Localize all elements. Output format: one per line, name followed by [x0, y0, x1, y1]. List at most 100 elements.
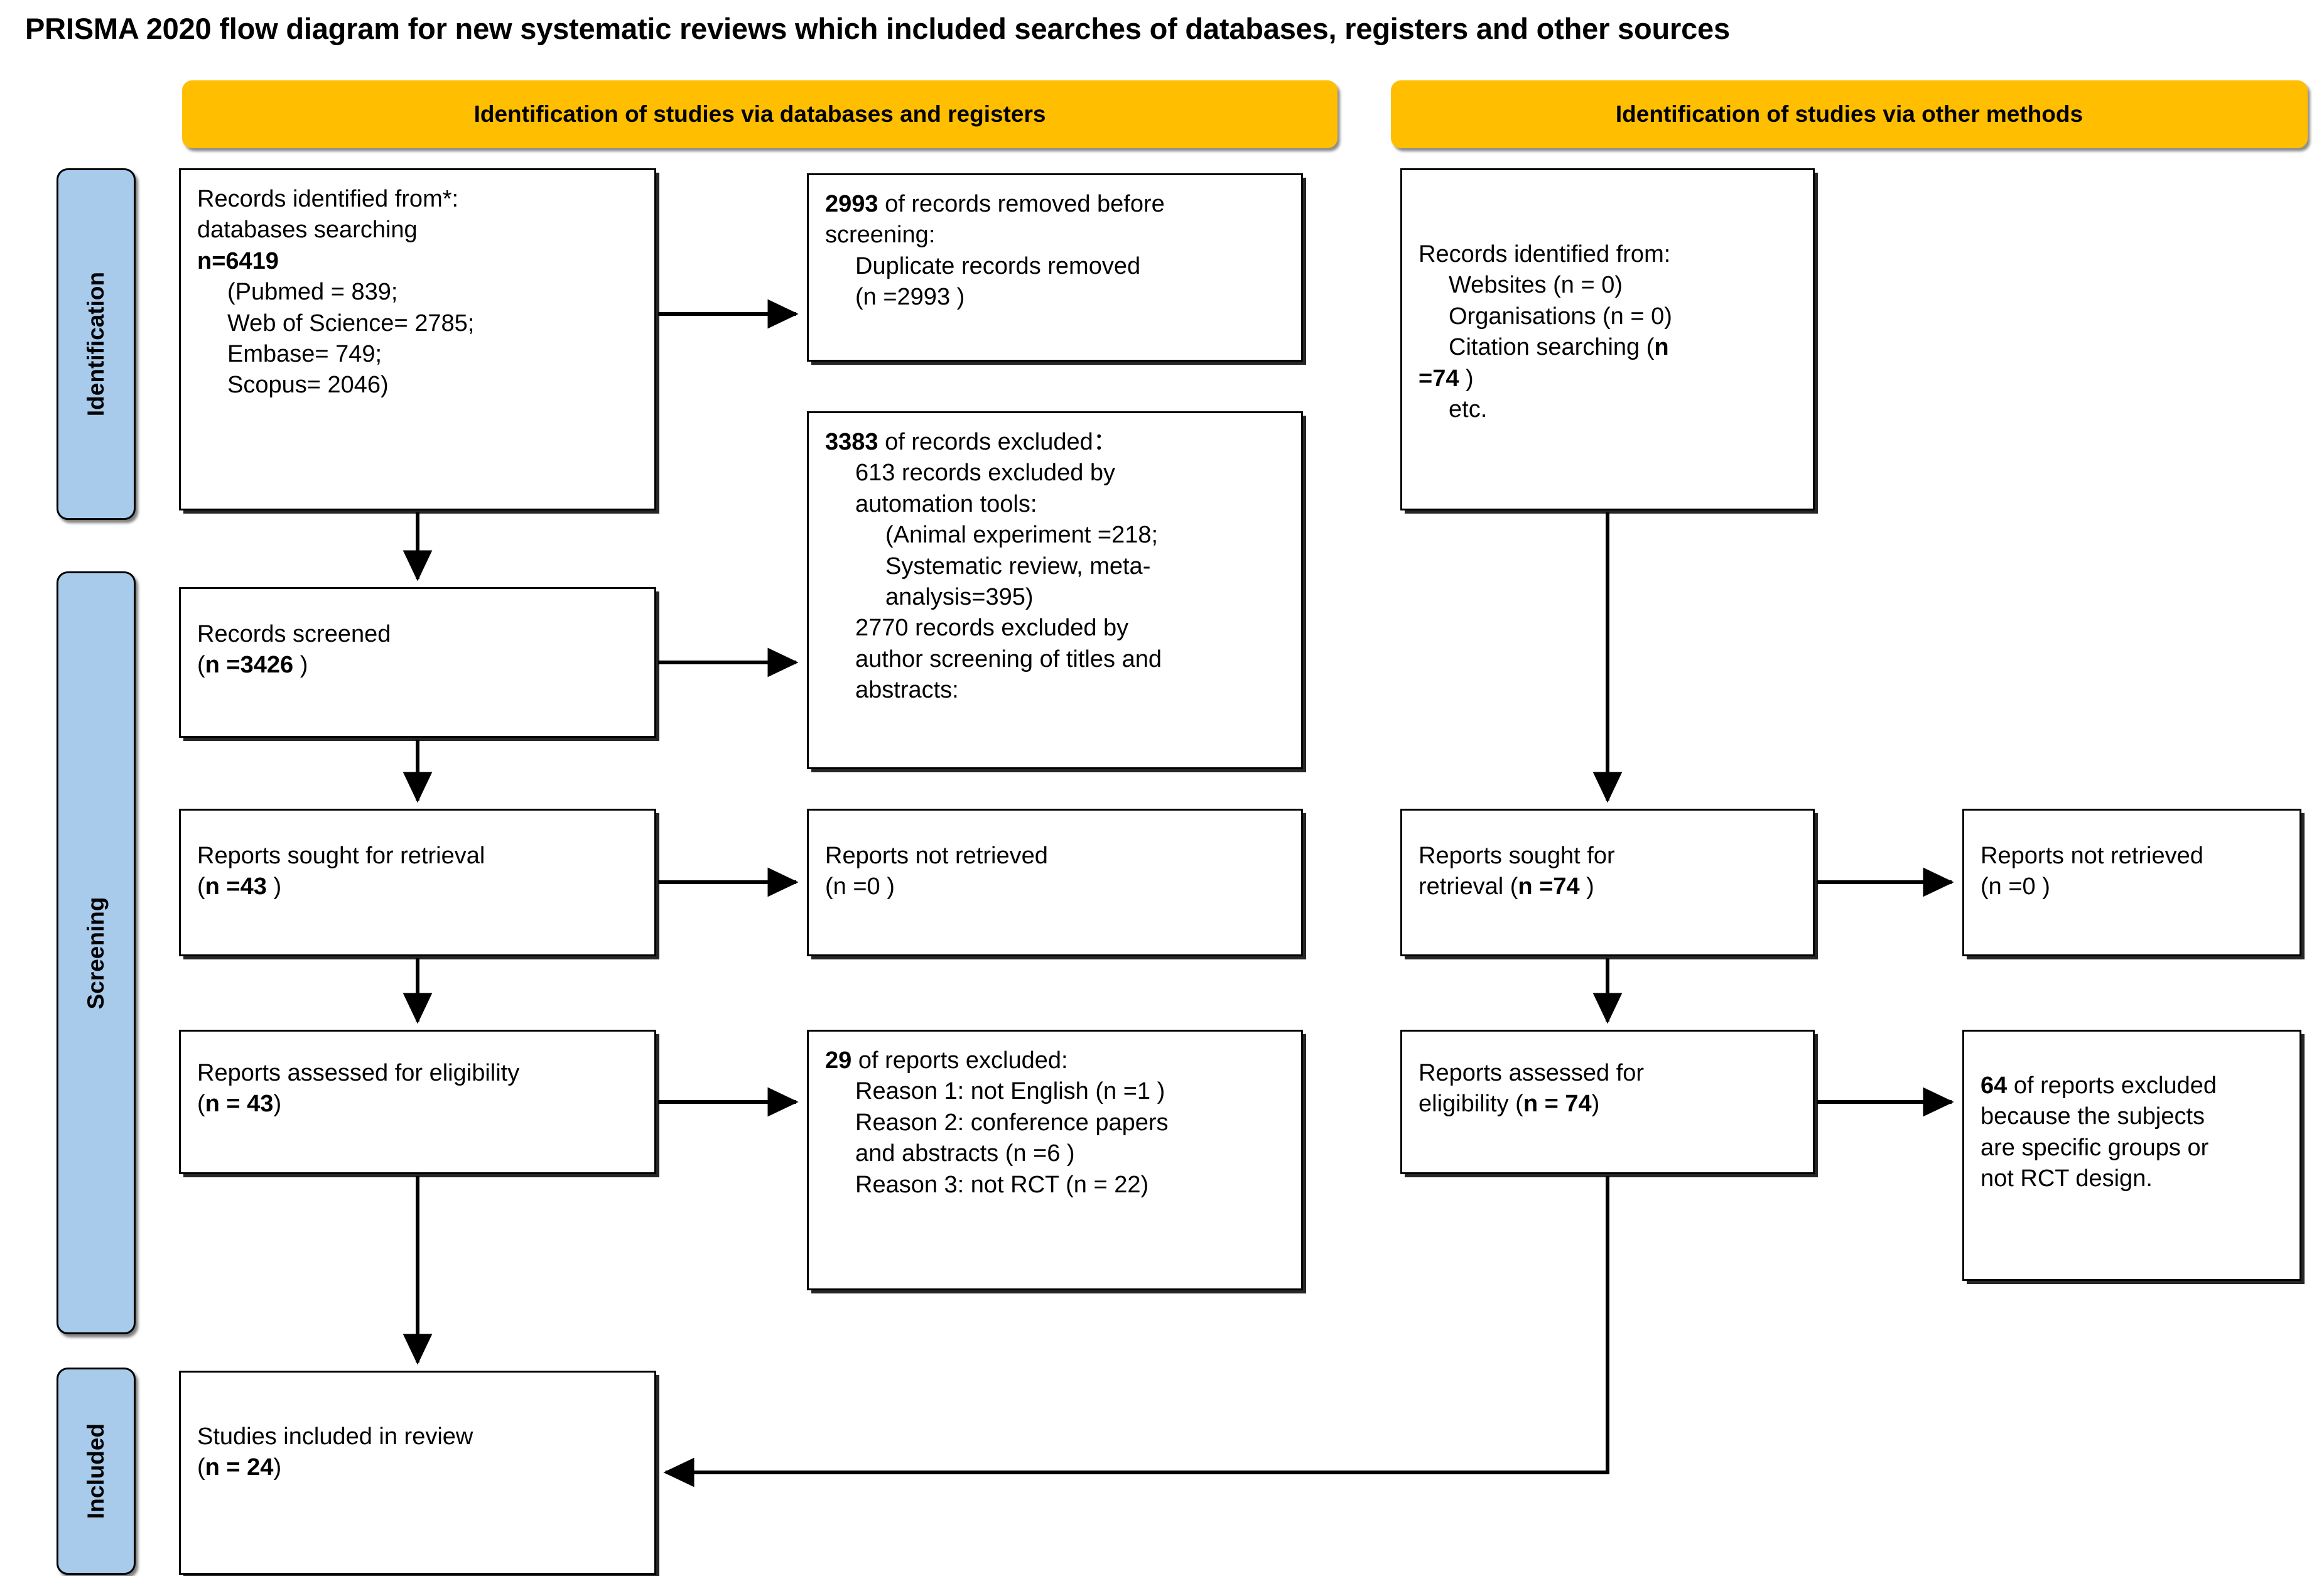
records-identified-other-citation-pre: Citation searching ( — [1449, 334, 1655, 361]
reports-excluded-left-line1-rest: of reports excluded: — [851, 1047, 1068, 1074]
reports-excluded-right-line4: not RCT design. — [1981, 1165, 2153, 1192]
box-records-excluded: 3383 of records excluded： 613 records ex… — [807, 411, 1303, 769]
reports-not-retrieved-left-n: (n =0 ) — [825, 873, 895, 900]
box-reports-assessed-left: Reports assessed for eligibility (n = 43… — [179, 1030, 656, 1174]
studies-included-n-value: n = 24 — [205, 1454, 274, 1481]
box-reports-excluded-right: 64 of reports excluded because the subje… — [1962, 1030, 2301, 1281]
box-reports-assessed-right: Reports assessed for eligibility (n = 74… — [1400, 1030, 1815, 1174]
box-reports-excluded-left: 29 of reports excluded: Reason 1: not En… — [807, 1030, 1303, 1290]
records-identified-wos: Web of Science= 2785; — [227, 310, 475, 337]
studies-included-n-open: ( — [197, 1454, 205, 1481]
banner-databases-registers-label: Identification of studies via databases … — [473, 101, 1046, 127]
records-identified-other-etc: etc. — [1449, 396, 1488, 423]
reports-not-retrieved-right-n: (n =0 ) — [1981, 873, 2050, 900]
records-excluded-line1: 3383 of records excluded： — [825, 427, 1286, 458]
box-reports-not-retrieved-right: Reports not retrieved (n =0 ) — [1962, 809, 2301, 956]
stage-label-screening-text: Screening — [83, 897, 109, 1009]
studies-included-label: Studies included in review — [197, 1423, 473, 1450]
stage-label-identification: Identification — [57, 168, 136, 520]
records-screened-n-open: ( — [197, 652, 205, 679]
box-studies-included: Studies included in review (n = 24) — [179, 1371, 656, 1575]
reports-sought-right-n-value: n =74 — [1518, 873, 1580, 900]
reports-not-retrieved-left-label: Reports not retrieved — [825, 843, 1048, 869]
records-removed-line1-rest: of records removed before — [878, 191, 1165, 217]
box-reports-not-retrieved-left: Reports not retrieved (n =0 ) — [807, 809, 1303, 956]
records-excluded-author3: abstracts: — [855, 677, 959, 704]
reports-sought-right-label: Reports sought for — [1419, 843, 1615, 869]
reports-sought-left-n-close: ) — [266, 873, 282, 900]
records-excluded-sysrev1: Systematic review, meta- — [885, 553, 1151, 580]
reports-assessed-left-n-value: n = 43 — [205, 1091, 274, 1118]
reports-not-retrieved-right-label: Reports not retrieved — [1981, 843, 2203, 869]
reports-excluded-left-reason2b: and abstracts (n =6 ) — [855, 1140, 1075, 1167]
reports-sought-left-n: (n =43 ) — [197, 872, 639, 902]
records-removed-duplicate: Duplicate records removed — [855, 252, 1141, 279]
records-excluded-animal: (Animal experiment =218; — [885, 522, 1159, 549]
stage-label-screening: Screening — [57, 571, 136, 1334]
banner-other-methods: Identification of studies via other meth… — [1391, 80, 2308, 148]
records-identified-other-citation-value: =74 ) — [1419, 364, 1798, 394]
reports-excluded-left-reason3: Reason 3: not RCT (n = 22) — [855, 1171, 1149, 1198]
records-removed-count: 2993 — [825, 191, 878, 217]
reports-sought-left-n-value: n =43 — [205, 873, 267, 900]
reports-sought-left-label: Reports sought for retrieval — [197, 843, 485, 869]
reports-excluded-right-line1: 64 of reports excluded — [1981, 1071, 2284, 1101]
reports-assessed-left-n: (n = 43) — [197, 1089, 639, 1120]
reports-assessed-right-label: Reports assessed for — [1419, 1060, 1645, 1086]
records-identified-total: n=6419 — [197, 247, 279, 274]
box-records-identified-other: Records identified from: Websites (n = 0… — [1400, 168, 1815, 510]
stage-label-identification-text: Identification — [83, 271, 109, 417]
records-identified-other-citation-n: n — [1654, 334, 1669, 361]
records-removed-duplicate-n: (n =2993 ) — [855, 284, 965, 311]
records-excluded-sysrev2: analysis=395) — [885, 583, 1034, 610]
page-title: PRISMA 2020 flow diagram for new systema… — [25, 12, 1730, 45]
reports-excluded-left-count: 29 — [825, 1047, 852, 1074]
records-identified-scopus: Scopus= 2046) — [227, 372, 389, 399]
box-records-screened: Records screened (n =3426 ) — [179, 587, 656, 738]
records-removed-line1: 2993 of records removed before — [825, 189, 1286, 220]
records-removed-line2: screening: — [825, 222, 936, 249]
records-screened-n-close: ) — [293, 652, 308, 679]
box-reports-sought-left: Reports sought for retrieval (n =43 ) — [179, 809, 656, 956]
studies-included-n: (n = 24) — [197, 1452, 639, 1483]
stage-label-included-text: Included — [83, 1423, 109, 1519]
records-identified-other-line1: Records identified from: — [1419, 241, 1671, 267]
stage-label-included: Included — [57, 1368, 136, 1575]
banner-databases-registers: Identification of studies via databases … — [182, 80, 1338, 148]
records-excluded-automation1: 613 records excluded by — [855, 460, 1116, 487]
reports-assessed-right-n-pre: eligibility ( — [1419, 1091, 1523, 1118]
records-screened-n-value: n =3426 — [205, 652, 294, 679]
reports-assessed-left-n-open: ( — [197, 1091, 205, 1118]
reports-sought-left-n-open: ( — [197, 873, 205, 900]
box-records-identified-databases: Records identified from*: databases sear… — [179, 168, 656, 510]
box-records-removed-before-screening: 2993 of records removed before screening… — [807, 173, 1303, 362]
reports-assessed-left-n-close: ) — [273, 1091, 282, 1118]
records-identified-other-websites: Websites (n = 0) — [1449, 272, 1623, 299]
reports-assessed-right-n-close: ) — [1591, 1091, 1600, 1118]
records-identified-pubmed: (Pubmed = 839; — [227, 279, 398, 306]
reports-excluded-left-reason2a: Reason 2: conference papers — [855, 1109, 1169, 1136]
records-excluded-author2: author screening of titles and — [855, 645, 1162, 672]
records-identified-other-organisations: Organisations (n = 0) — [1449, 303, 1672, 330]
reports-assessed-left-label: Reports assessed for eligibility — [197, 1060, 520, 1086]
reports-sought-right-n-pre: retrieval ( — [1419, 873, 1518, 900]
studies-included-n-close: ) — [273, 1454, 282, 1481]
records-excluded-count: 3383 — [825, 429, 878, 455]
records-identified-embase: Embase= 749; — [227, 340, 382, 367]
records-identified-other-citation: Citation searching (n — [1419, 332, 1798, 363]
records-identified-other-citation-close: ) — [1459, 365, 1474, 392]
records-screened-n: (n =3426 ) — [197, 650, 639, 681]
reports-excluded-right-line1-rest: of reports excluded — [2007, 1072, 2217, 1099]
banner-other-methods-label: Identification of studies via other meth… — [1615, 101, 2083, 127]
reports-sought-right-n-close: ) — [1579, 873, 1594, 900]
reports-excluded-right-count: 64 — [1981, 1072, 2008, 1099]
reports-excluded-left-reason1: Reason 1: not English (n =1 ) — [855, 1078, 1165, 1105]
reports-sought-right-n: retrieval (n =74 ) — [1419, 872, 1798, 902]
reports-excluded-right-line3: are specific groups or — [1981, 1134, 2209, 1161]
reports-assessed-right-n-value: n = 74 — [1523, 1091, 1592, 1118]
records-identified-line2: databases searching — [197, 217, 418, 244]
reports-excluded-left-line1: 29 of reports excluded: — [825, 1045, 1286, 1076]
records-excluded-line1-rest: of records excluded： — [878, 429, 1117, 455]
records-screened-label: Records screened — [197, 621, 391, 647]
